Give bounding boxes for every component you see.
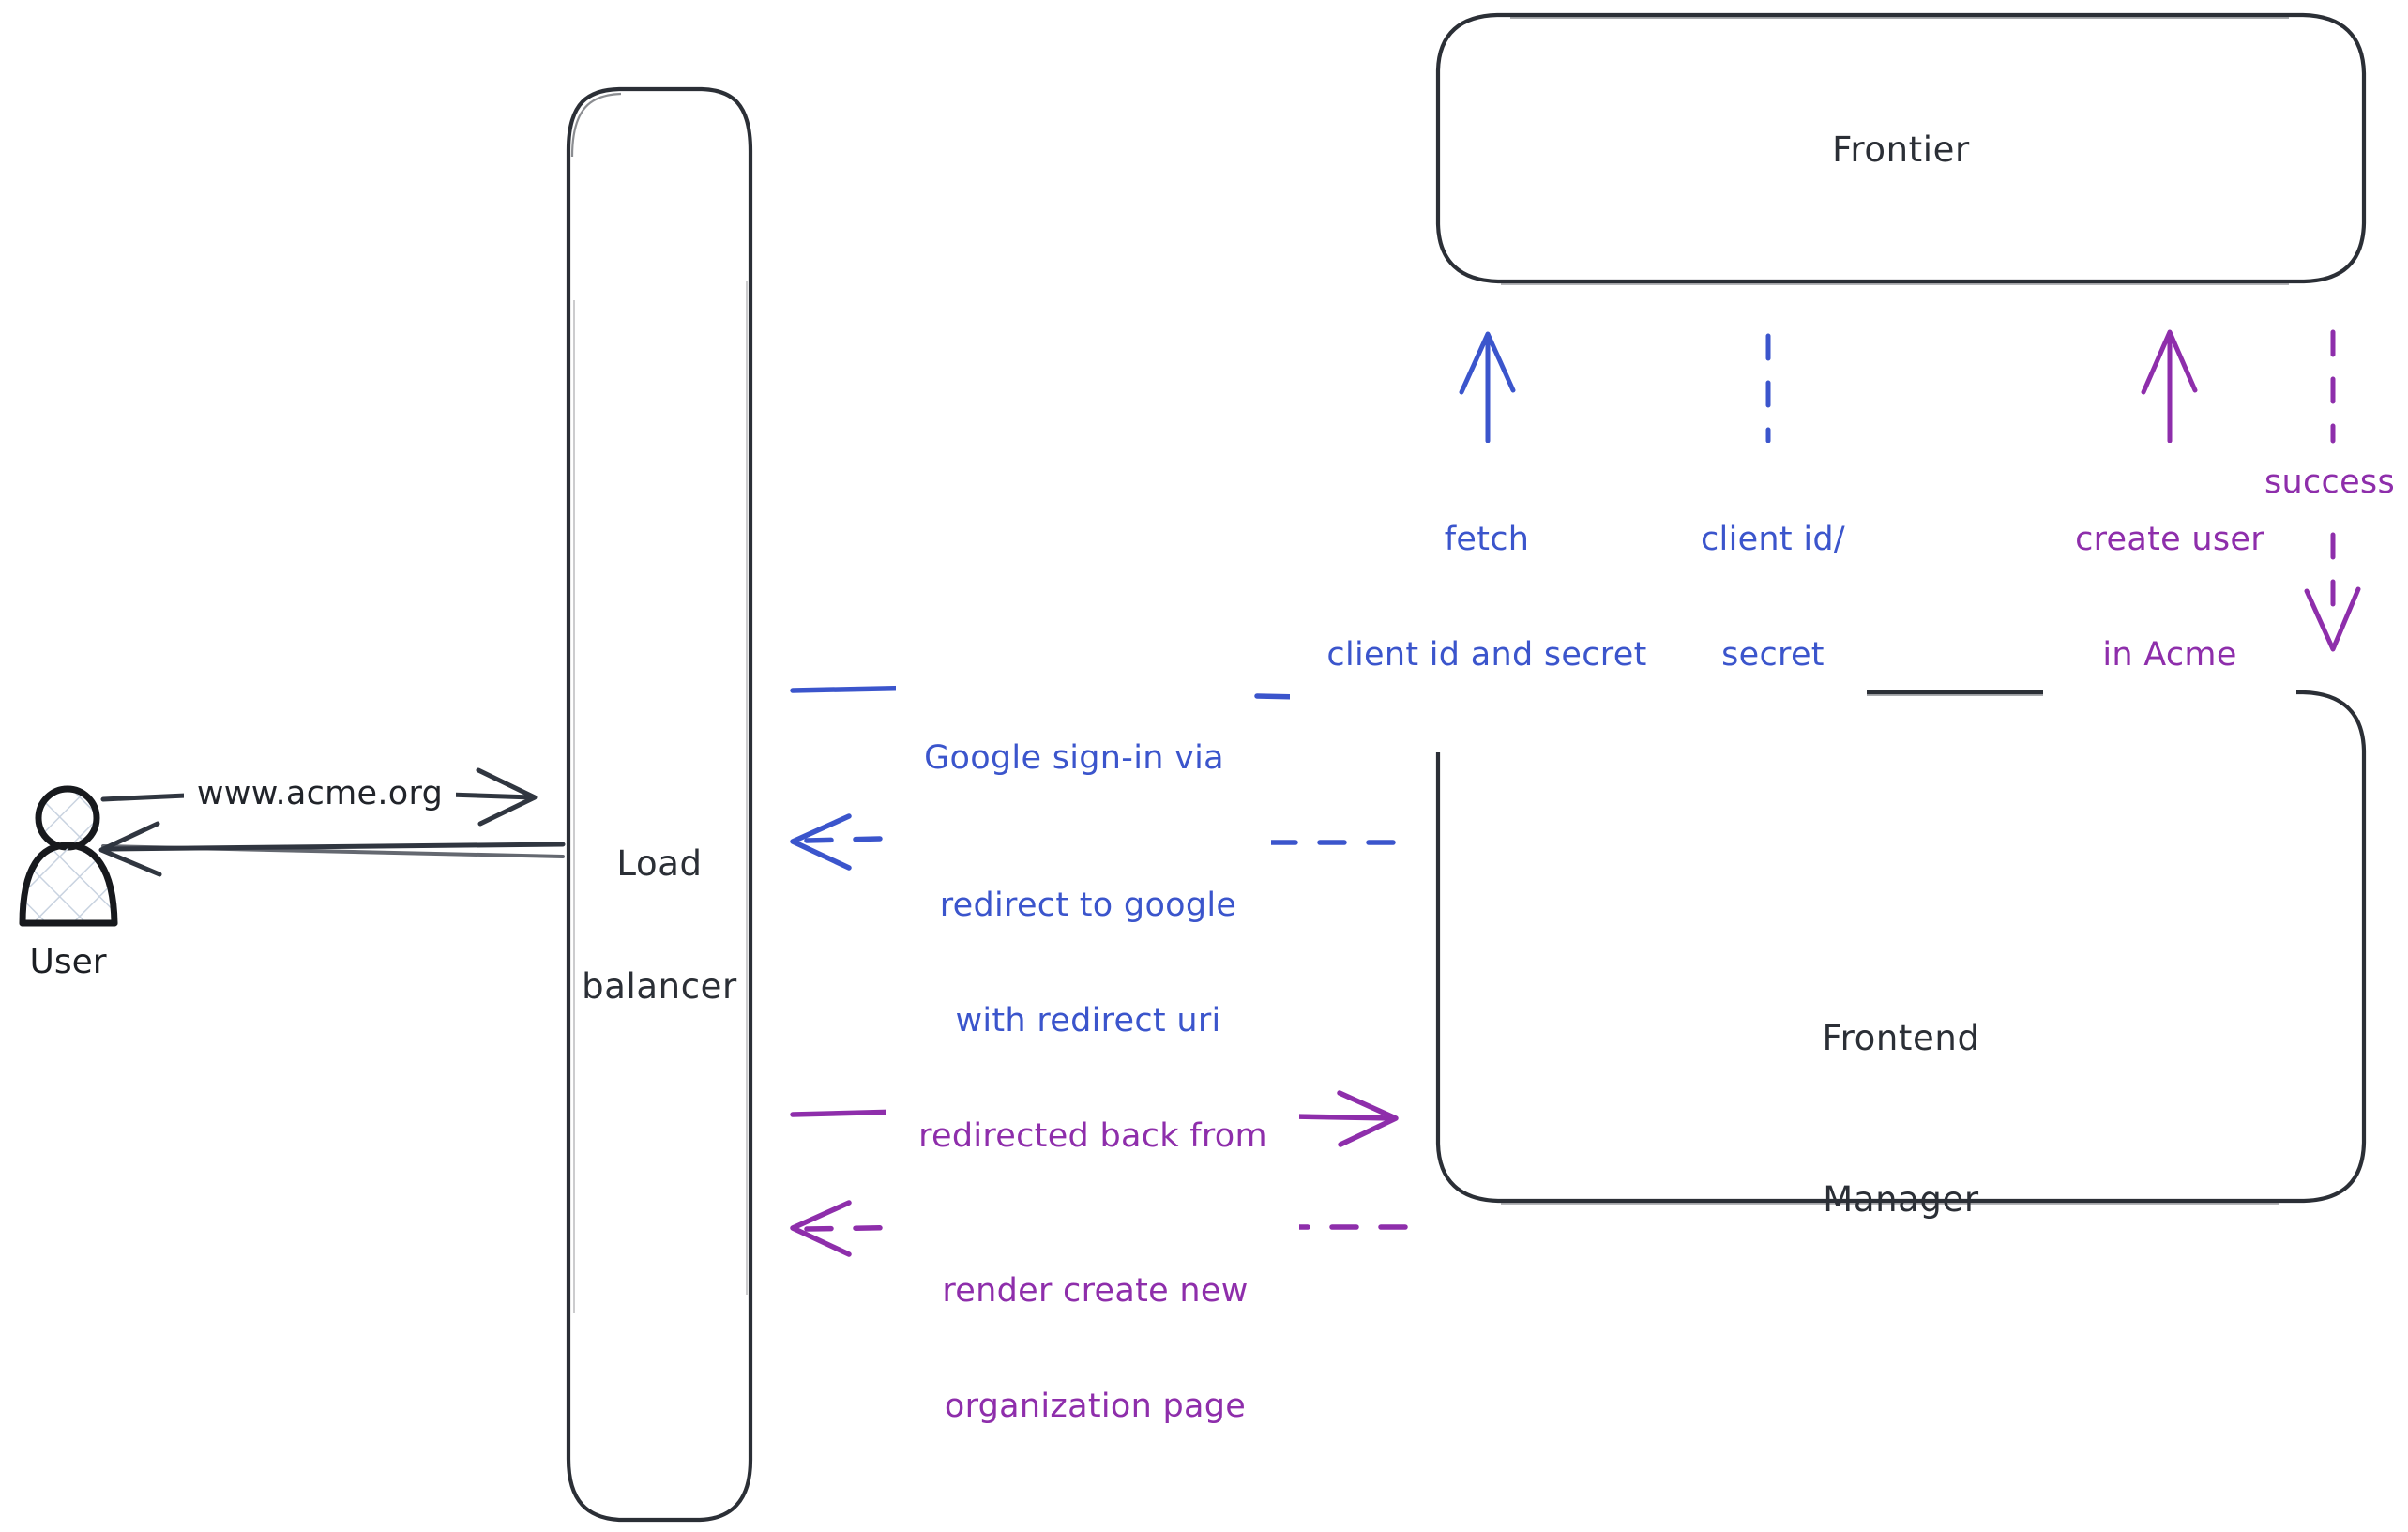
edge-create-user-in-acme bbox=[2141, 329, 2198, 650]
person-actor-icon bbox=[19, 785, 118, 927]
edge-fetch-client-id-secret bbox=[1459, 331, 1516, 650]
edge-google-signin bbox=[790, 670, 1397, 727]
edge-lb-to-user bbox=[98, 821, 566, 877]
edge-render-create-org bbox=[790, 1200, 1408, 1257]
edge-redirected-back-token bbox=[790, 1090, 1399, 1147]
edge-redirect-to-google bbox=[790, 813, 1410, 871]
edge-client-id-secret-response bbox=[1739, 333, 1796, 652]
edge-success bbox=[2304, 329, 2361, 652]
frontier-node[interactable] bbox=[1435, 12, 2367, 285]
frontend-manager-node[interactable] bbox=[1435, 690, 2367, 1205]
edge-user-to-lb bbox=[100, 767, 538, 827]
load-balancer-node[interactable] bbox=[566, 86, 753, 1523]
